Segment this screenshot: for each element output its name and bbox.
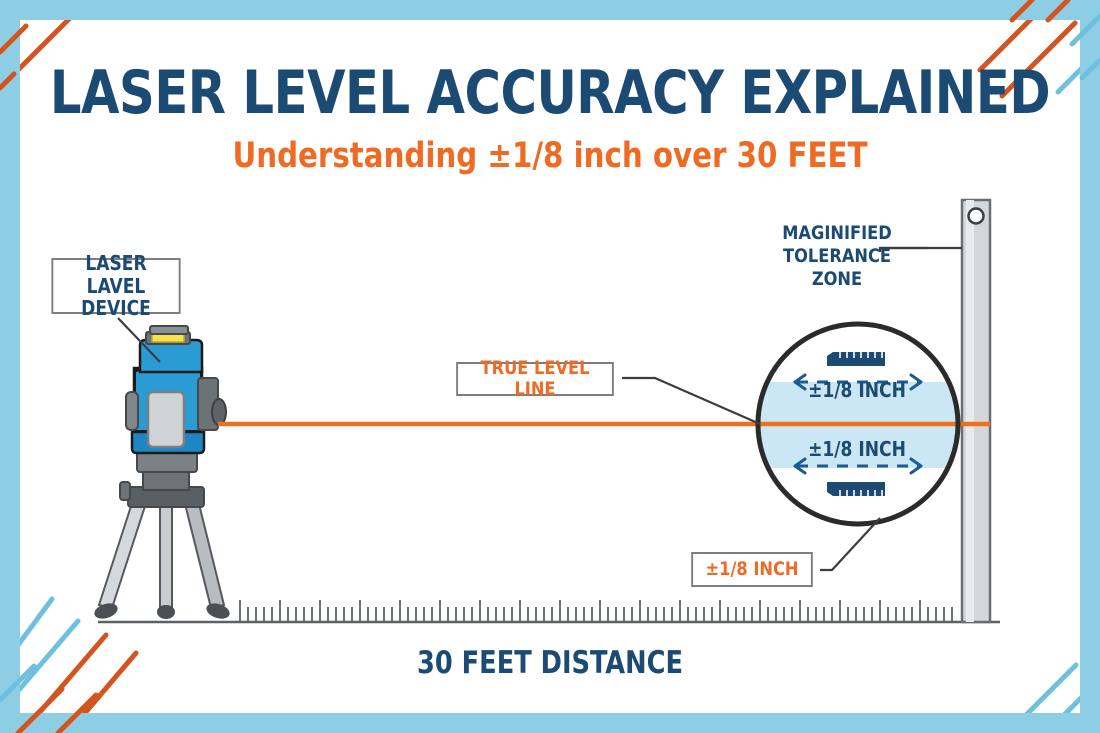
frame-top — [0, 0, 1100, 20]
label-magnified-line1: MAGINIFIED — [782, 222, 892, 244]
page-title: LASER LEVEL ACCURACY EXPLAINED — [49, 58, 1051, 128]
leader-line-true-level — [622, 376, 761, 426]
label-magnified-line2: TOLERANCE ZONE — [782, 244, 892, 290]
frame-bottom — [0, 713, 1100, 733]
upper-tolerance-label: ±1/8 INCH — [808, 378, 906, 402]
frame-right — [1080, 0, 1100, 733]
label-magnified-tolerance-zone: MAGINIFIED TOLERANCE ZONE — [756, 222, 918, 290]
callout-device-line2: DEVICE — [81, 296, 151, 321]
measuring-pole-icon — [960, 198, 992, 624]
ruler-icon-top — [827, 352, 885, 366]
ruler-icon-bottom — [827, 482, 885, 496]
laser-level-device-icon — [125, 325, 227, 473]
leader-line-device — [117, 317, 161, 363]
pole-hole-icon — [967, 207, 985, 225]
distance-caption: 30 FEET DISTANCE — [417, 645, 683, 681]
frame-left — [0, 0, 20, 733]
callout-tolerance: ±1/8 INCH — [691, 552, 813, 587]
callout-device-line1: LASER LAVEL — [85, 251, 147, 298]
callout-true-level-line: TRUE LEVEL LINE — [456, 357, 614, 400]
double-arrow-dashed-icon-bottom — [793, 457, 923, 475]
tripod-icon — [94, 469, 230, 619]
lower-tolerance-label: ±1/8 INCH — [808, 437, 906, 461]
magnified-tolerance-zone — [755, 321, 961, 527]
double-arrow-dashed-icon-top — [793, 373, 923, 391]
callout-laser-device: LASER LAVEL DEVICE — [51, 252, 181, 319]
leader-line-tolerance — [820, 517, 881, 572]
page-subtitle: Understanding ±1/8 inch over 30 FEET — [232, 136, 868, 176]
ground-ruler-icon — [239, 600, 953, 621]
